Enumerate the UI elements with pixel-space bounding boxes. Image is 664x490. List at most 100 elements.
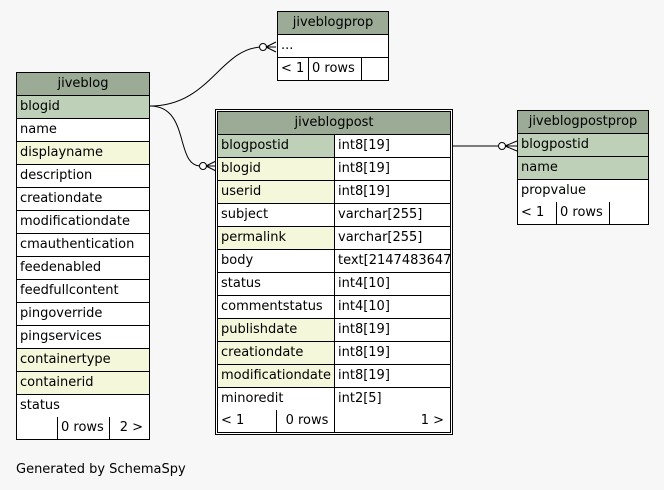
column-name: minoredit: [221, 391, 284, 406]
table-footer: 0 rows 2 >: [17, 417, 149, 439]
table-row: pingservices: [17, 326, 149, 349]
column-name: modificationdate: [218, 365, 334, 387]
column-name: blogid: [17, 96, 149, 118]
table-jiveblog[interactable]: jiveblog blogid name displayname descriptio…: [16, 72, 150, 440]
column-name: blogid: [218, 158, 334, 180]
column-name: status: [20, 398, 60, 413]
column-name: blogpostid: [518, 134, 648, 156]
column-name: description: [20, 168, 93, 183]
column-name: pingoverride: [20, 306, 103, 321]
column-name: name: [20, 122, 57, 137]
table-row: blogpostid: [518, 134, 648, 157]
column-name: creationdate: [218, 342, 334, 364]
table-title: jiveblog: [17, 73, 149, 96]
table-row: containerid: [17, 372, 149, 395]
table-jiveblogprop[interactable]: jiveblogprop ... < 1 0 rows: [277, 11, 389, 81]
column-name: feedenabled: [20, 260, 102, 275]
footer-parents: [17, 417, 57, 439]
column-type: int4[10]: [334, 296, 450, 318]
table-row: propvalue: [518, 180, 648, 202]
edge-jiveblogpostprop-end: [498, 142, 506, 150]
edge-jiveblog-jiveblogprop: [149, 46, 263, 107]
table-footer: < 1 0 rows 1 >: [218, 410, 450, 432]
footer-children: [361, 58, 388, 80]
column-type: text[2147483647]: [334, 250, 450, 272]
table-row: containertype: [17, 349, 149, 372]
table-row: name: [518, 157, 648, 180]
column-type: int2[5]: [334, 388, 450, 410]
footer-children: 1 >: [334, 410, 450, 432]
footer-rows: 0 rows: [308, 58, 361, 80]
column-name: name: [518, 157, 648, 179]
footer-children: 2 >: [109, 417, 149, 439]
table-row: ...: [278, 35, 388, 58]
column-name: publishdate: [218, 319, 334, 341]
table-title: jiveblogpostprop: [518, 111, 648, 134]
column-name: ...: [281, 38, 294, 53]
table-row: minoredit int2[5]: [218, 388, 450, 410]
table-footer: < 1 0 rows: [518, 202, 648, 224]
column-name: body: [221, 253, 254, 268]
table-row: feedfullcontent: [17, 280, 149, 303]
column-name: blogpostid: [218, 135, 334, 157]
table-footer: < 1 0 rows: [278, 58, 388, 80]
table-row: commentstatus int4[10]: [218, 296, 450, 319]
column-type: varchar[255]: [334, 227, 450, 249]
edge-jiveblogprop-end: [259, 43, 267, 51]
footer-children: [609, 202, 648, 224]
table-row: modificationdate: [17, 211, 149, 234]
column-name: commentstatus: [221, 299, 323, 314]
column-name: containertype: [17, 349, 149, 371]
column-type: varchar[255]: [334, 204, 450, 226]
column-name: creationdate: [20, 191, 103, 206]
column-type: int8[19]: [334, 319, 450, 341]
table-row: creationdate: [17, 188, 149, 211]
footer-rows: 0 rows: [276, 410, 334, 432]
column-name: status: [221, 276, 261, 291]
column-type: int8[19]: [334, 158, 450, 180]
table-row: cmauthentication: [17, 234, 149, 257]
table-row: status: [17, 395, 149, 417]
column-name: cmauthentication: [20, 237, 135, 252]
table-row: displayname: [17, 142, 149, 165]
table-row: feedenabled: [17, 257, 149, 280]
column-type: int8[19]: [334, 365, 450, 387]
footer-rows: 0 rows: [556, 202, 609, 224]
table-row: blogid: [17, 96, 149, 119]
column-name: feedfullcontent: [20, 283, 119, 298]
column-type: int8[19]: [334, 135, 450, 157]
footer-rows: 0 rows: [57, 417, 109, 439]
column-type: int8[19]: [334, 342, 450, 364]
column-type: int8[19]: [334, 181, 450, 203]
table-row: name: [17, 119, 149, 142]
column-name: pingservices: [20, 329, 102, 344]
column-name: subject: [221, 207, 269, 222]
column-type: int4[10]: [334, 273, 450, 295]
column-name: displayname: [17, 142, 149, 164]
table-row: subject varchar[255]: [218, 204, 450, 227]
column-name: containerid: [17, 372, 149, 394]
generated-by-caption: Generated by SchemaSpy: [16, 462, 186, 477]
footer-parents: < 1: [281, 61, 305, 76]
table-row: pingoverride: [17, 303, 149, 326]
edge-jiveblogpost-end: [199, 162, 207, 170]
footer-parents: < 1: [221, 413, 245, 428]
column-name: propvalue: [521, 183, 587, 198]
table-row: status int4[10]: [218, 273, 450, 296]
footer-parents: < 1: [521, 205, 545, 220]
edge-jiveblog-jiveblogpost: [149, 105, 201, 167]
column-name: modificationdate: [20, 214, 130, 229]
table-title: jiveblogpost: [218, 112, 450, 135]
table-row: description: [17, 165, 149, 188]
column-name: permalink: [218, 227, 334, 249]
